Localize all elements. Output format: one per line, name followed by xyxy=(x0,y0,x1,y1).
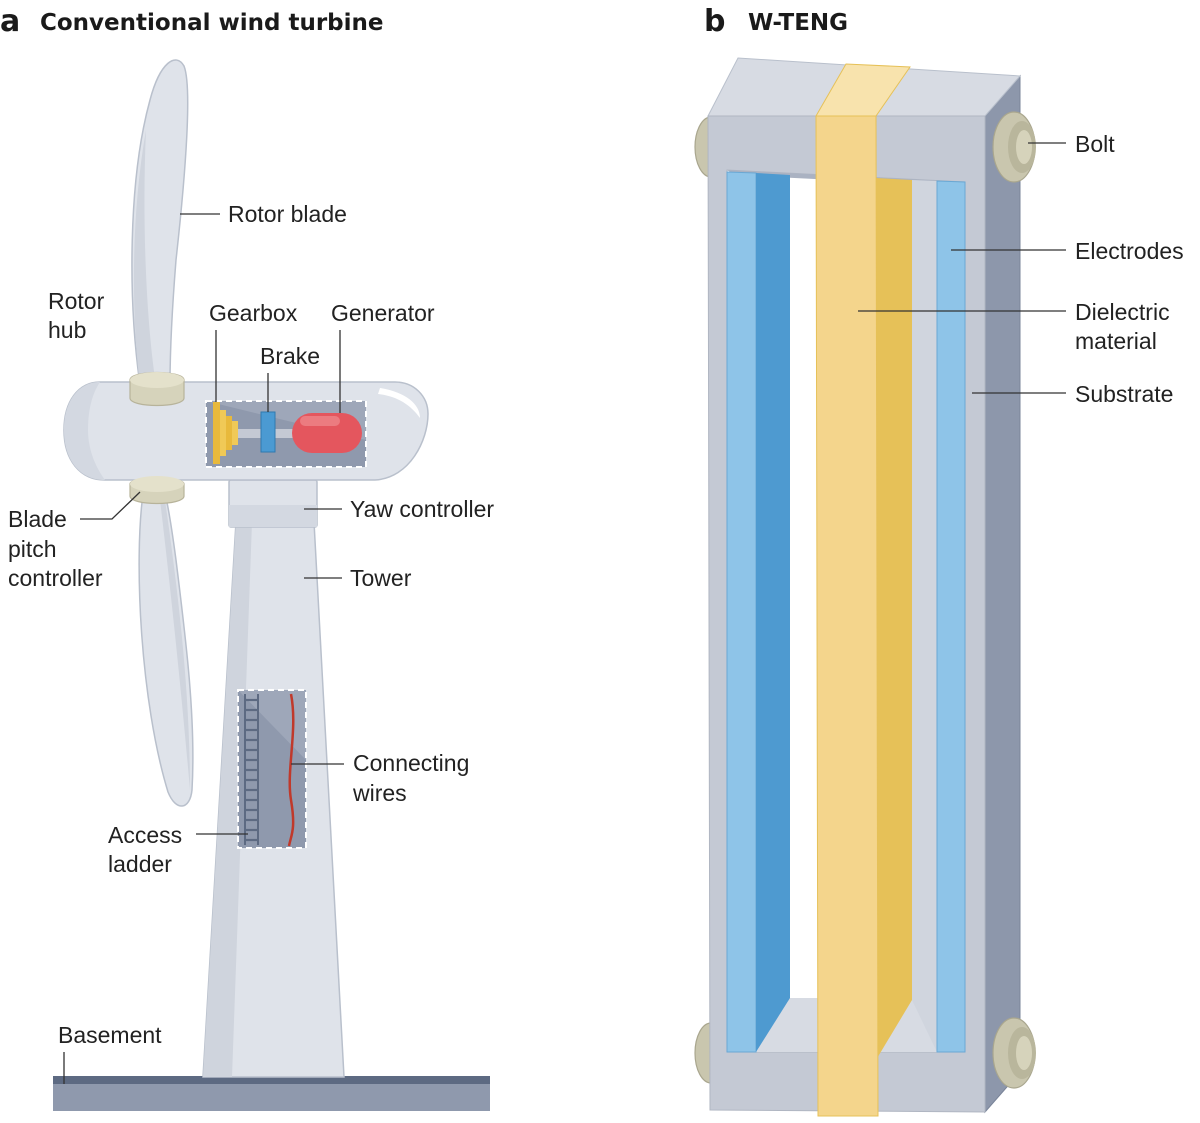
drive-shaft xyxy=(230,429,330,438)
svg-text:Substrate: Substrate xyxy=(1075,381,1173,407)
label-blade-pitch-controller: Blade pitch controller xyxy=(8,491,141,591)
bolt-icon xyxy=(992,111,1036,183)
svg-text:Dielectric: Dielectric xyxy=(1075,299,1170,325)
label-access-ladder: Access ladder xyxy=(108,822,248,877)
access-ladder xyxy=(244,694,259,845)
tower-window-shade xyxy=(238,690,306,760)
label-basement: Basement xyxy=(58,1022,162,1084)
nacelle-highlight xyxy=(378,388,420,418)
left-electrode-side xyxy=(756,173,790,1052)
tower-window-border xyxy=(237,689,307,849)
svg-text:Basement: Basement xyxy=(58,1022,162,1048)
panel-a: a Conventional wind turbine xyxy=(0,4,494,1111)
svg-text:Access: Access xyxy=(108,822,182,848)
panel-b-letter: b xyxy=(704,4,725,39)
label-dielectric-material: Dielectric material xyxy=(858,299,1170,354)
rotor-hub xyxy=(64,382,105,480)
right-electrode-face xyxy=(936,180,966,1053)
yaw-controller-lower xyxy=(229,505,317,527)
right-electrode-side xyxy=(912,180,937,1052)
upper-collar-top xyxy=(130,372,184,388)
bolt-front-bottom xyxy=(992,1017,1036,1089)
label-rotor-hub: Rotor hub xyxy=(48,288,105,343)
label-generator: Generator xyxy=(331,300,435,413)
label-substrate: Substrate xyxy=(972,381,1173,407)
svg-text:Bolt: Bolt xyxy=(1075,131,1115,157)
svg-text:Yaw controller: Yaw controller xyxy=(350,496,494,522)
gearbox xyxy=(213,402,238,464)
left-electrode-face xyxy=(726,171,757,1053)
lower-collar-top xyxy=(130,476,184,492)
svg-text:material: material xyxy=(1075,328,1157,354)
panel-b: b W-TENG xyxy=(694,4,1184,1117)
svg-text:hub: hub xyxy=(48,317,86,343)
dielectric-front xyxy=(815,115,879,1117)
basement-top-strip xyxy=(53,1076,490,1084)
svg-text:Tower: Tower xyxy=(350,565,412,591)
label-bolt: Bolt xyxy=(1028,131,1115,157)
svg-text:Connecting: Connecting xyxy=(353,750,469,776)
label-electrodes: Electrodes xyxy=(951,238,1184,264)
connecting-wire xyxy=(287,693,295,847)
generator-highlight xyxy=(300,416,340,426)
svg-text:Blade: Blade xyxy=(8,506,67,532)
label-tower: Tower xyxy=(304,565,412,591)
svg-text:Rotor blade: Rotor blade xyxy=(228,201,347,227)
brake xyxy=(260,411,276,453)
upper-blade-shade xyxy=(133,130,156,385)
tower-shade xyxy=(203,522,252,1077)
panel-a-letter: a xyxy=(0,4,20,39)
svg-text:ladder: ladder xyxy=(108,851,172,877)
svg-text:Gearbox: Gearbox xyxy=(209,300,298,326)
substrate-side xyxy=(984,74,1021,1114)
dielectric-side xyxy=(876,178,912,1060)
svg-text:Brake: Brake xyxy=(260,343,320,369)
svg-text:Rotor: Rotor xyxy=(48,288,105,314)
svg-text:Electrodes: Electrodes xyxy=(1075,238,1184,264)
label-connecting-wires: Connecting wires xyxy=(291,750,469,806)
svg-text:controller: controller xyxy=(8,565,103,591)
svg-text:wires: wires xyxy=(352,780,407,806)
label-brake: Brake xyxy=(260,343,320,412)
lower-rotor-blade xyxy=(138,493,194,807)
panel-a-title: Conventional wind turbine xyxy=(40,10,384,36)
panel-b-title: W-TENG xyxy=(748,10,848,36)
svg-text:pitch: pitch xyxy=(8,536,57,562)
label-rotor-blade: Rotor blade xyxy=(180,201,347,227)
label-yaw-controller: Yaw controller xyxy=(304,496,494,522)
nacelle-window-border xyxy=(205,400,367,468)
svg-text:Generator: Generator xyxy=(331,300,435,326)
label-gearbox: Gearbox xyxy=(209,300,298,402)
